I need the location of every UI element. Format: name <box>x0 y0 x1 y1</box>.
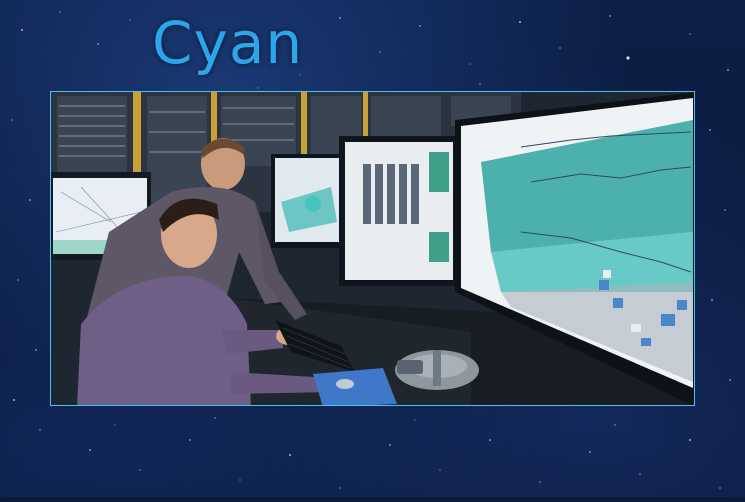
page-title: Cyan <box>152 9 304 77</box>
photo-illustration <box>51 92 694 405</box>
engineers-photo <box>50 91 695 406</box>
